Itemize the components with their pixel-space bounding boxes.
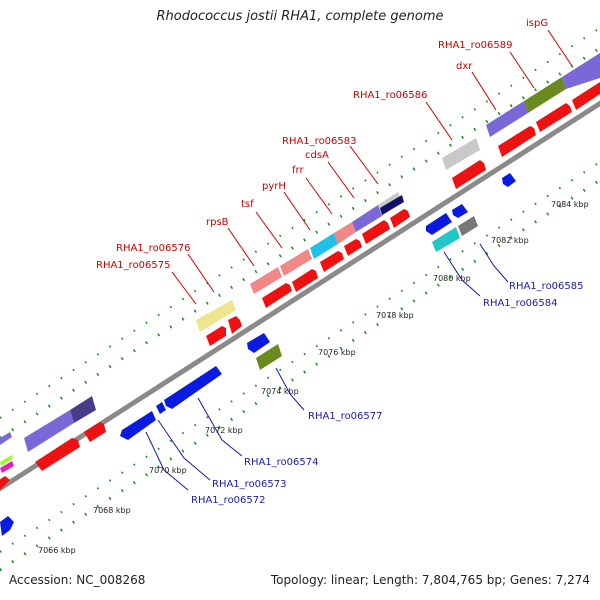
forward-leaders [171,29,573,305]
cog-box-4 [24,410,74,452]
gene-label-reverse[interactable]: RHA1_ro06577 [308,411,383,422]
cog-box-1 [0,432,12,445]
reverse-gene-labels: RHA1_ro06572 RHA1_ro06573 RHA1_ro06574 R… [191,281,584,506]
scale-label: 7076 kbp [318,348,356,357]
gene-label-forward[interactable]: rpsB [206,217,229,228]
cds-fwd-8 [320,251,344,272]
scale-label: 7078 kbp [376,311,414,320]
cog-box-14 [442,138,480,170]
cog-box-13 [380,195,404,215]
cds-rev-8 [502,173,516,187]
gene-label-forward[interactable]: RHA1_ro06576 [116,243,191,254]
cds-fwd-1 [0,476,10,490]
tick-row-lower-1 [0,161,600,553]
gene-label-reverse[interactable]: RHA1_ro06584 [483,298,558,309]
gene-label-forward[interactable]: ispG [526,18,548,29]
scale-label: 7068 kbp [93,506,131,515]
cds-fwd-14 [536,103,572,132]
cog-box-16 [524,77,566,113]
scale-label: 7072 kbp [205,426,243,435]
cds-rev-2 [120,411,156,440]
gene-label-reverse[interactable]: RHA1_ro06573 [212,479,287,490]
gene-label-forward[interactable]: RHA1_ro06583 [282,136,357,147]
cog-box-7 [250,267,282,294]
scale-label: 7084 kbp [551,200,589,209]
genome-title: Rhodococcus jostii RHA1, complete genome [156,9,444,24]
scale-label: 7066 kbp [38,546,76,555]
cds-fwd-15 [572,82,600,110]
gene-label-reverse[interactable]: RHA1_ro06585 [509,281,584,292]
tick-row-upper-2 [0,27,600,419]
cds-fwd-13 [498,126,536,157]
accession-text: Accession: NC_008268 [9,573,146,587]
gene-label-forward[interactable]: RHA1_ro06589 [438,40,513,51]
scale-label: 7080 kbp [433,274,471,283]
cog-box-15 [486,101,528,137]
cds-fwd-5 [228,316,242,334]
genome-summary-text: Topology: linear; Length: 7,804,765 bp; … [270,573,590,587]
rev-cog-box-3 [458,216,478,236]
cds-fwd-3 [84,422,106,442]
cds-fwd-9 [344,239,362,256]
scale-label: 7074 kbp [261,387,299,396]
cog-box-9 [310,233,338,259]
gene-label-forward[interactable]: RHA1_ro06575 [96,260,171,271]
gene-label-forward[interactable]: frr [292,165,304,176]
cds-rev-5 [247,333,270,353]
rev-cog-box-2 [432,227,460,252]
cog-box-17 [562,53,600,89]
gene-label-forward[interactable]: dxr [456,61,473,72]
gene-label-reverse[interactable]: RHA1_ro06572 [191,495,266,506]
forward-gene-labels: RHA1_ro06575 RHA1_ro06576 rpsB tsf pyrH … [96,18,548,271]
cds-rev-3 [156,402,166,414]
cds-fwd-4 [206,326,226,346]
cog-box-10 [334,222,356,244]
cds-fwd-12 [452,160,486,189]
gene-label-forward[interactable]: pyrH [262,181,286,192]
forward-cog-boxes [0,53,600,473]
cds-fwd-6 [262,283,292,308]
gene-label-forward[interactable]: cdsA [305,150,329,161]
scale-label: 7070 kbp [149,466,187,475]
forward-cds [0,82,600,490]
cds-fwd-10 [362,220,390,244]
reverse-cog-boxes [256,216,478,370]
cog-box-6 [196,300,236,332]
reverse-leaders [145,243,509,491]
gene-label-forward[interactable]: tsf [241,199,254,210]
scale-label: 7082 kbp [491,236,529,245]
cog-box-8 [280,249,312,276]
cog-box-5 [70,396,96,423]
cog-box-11 [352,205,382,232]
gene-label-reverse[interactable]: RHA1_ro06574 [244,457,319,468]
cds-fwd-11 [390,209,410,228]
cog-box-2 [0,455,13,466]
cog-box-3 [0,461,14,473]
cds-rev-1 [0,516,14,536]
cds-rev-6 [426,213,452,235]
cds-rev-4 [164,366,222,409]
cds-fwd-7 [292,269,318,292]
reverse-cds [0,173,516,536]
gene-label-forward[interactable]: RHA1_ro06586 [353,90,428,101]
scale-labels: 7066 kbp 7068 kbp 7070 kbp 7072 kbp 7074… [38,200,589,555]
cds-fwd-2 [35,438,80,471]
rev-cog-box-1 [256,344,282,370]
cds-rev-7 [452,204,468,218]
